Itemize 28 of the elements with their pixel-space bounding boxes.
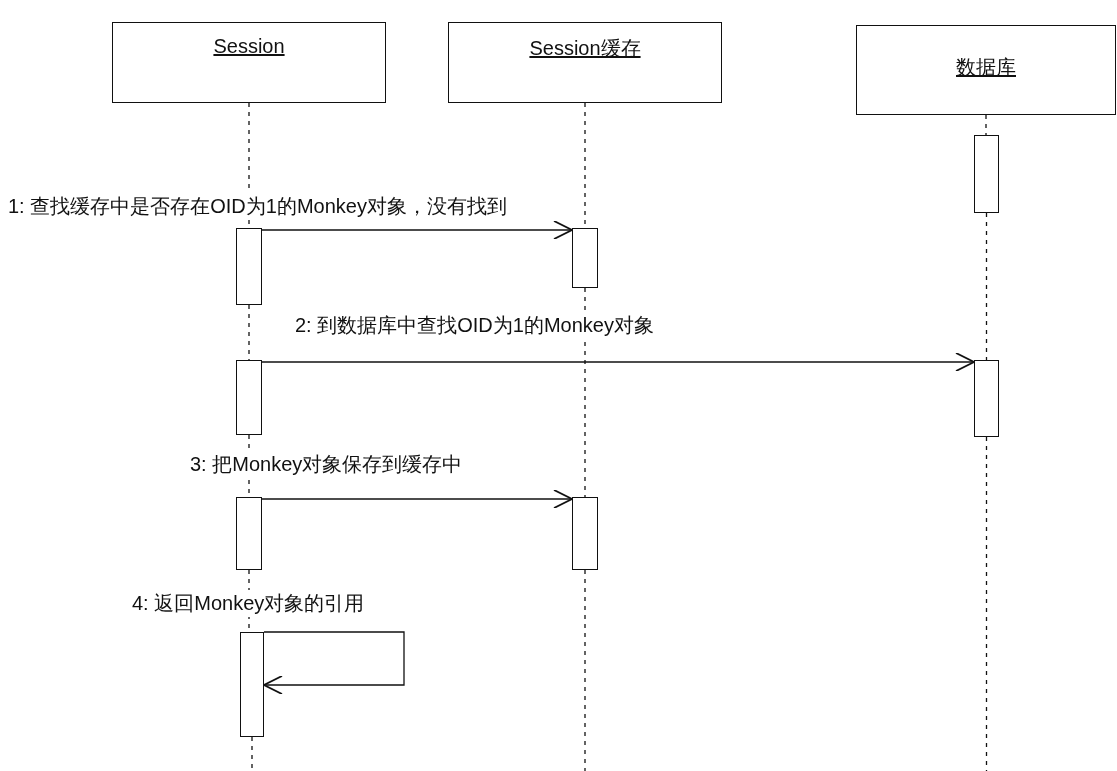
lifeline <box>251 736 253 771</box>
message-label: 3: 把Monkey对象保存到缓存中 <box>190 451 463 478</box>
message-arrow <box>261 489 573 509</box>
lifeline <box>584 569 586 771</box>
lifeline <box>584 287 586 498</box>
participant-box <box>856 25 1116 115</box>
activation-bar <box>240 632 264 737</box>
message-label: 4: 返回Monkey对象的引用 <box>132 590 365 617</box>
lifeline <box>985 436 988 771</box>
participant-box <box>448 22 722 103</box>
message-label: 2: 到数据库中查找OID为1的Monkey对象 <box>295 312 654 339</box>
participant-name: Session <box>213 35 285 58</box>
message-arrow <box>263 631 405 695</box>
activation-bar <box>974 135 999 213</box>
participant-name: Session缓存 <box>529 36 641 61</box>
activation-bar <box>236 360 262 435</box>
message-arrow <box>261 220 573 240</box>
lifeline <box>985 114 987 136</box>
activation-bar <box>572 228 598 288</box>
lifeline <box>985 212 988 361</box>
activation-bar <box>974 360 999 437</box>
activation-bar <box>236 497 262 570</box>
activation-bar <box>572 497 598 570</box>
participant-name: 数据库 <box>956 55 1016 80</box>
participant-box <box>112 22 386 103</box>
activation-bar <box>236 228 262 305</box>
message-label: 1: 查找缓存中是否存在OID为1的Monkey对象，没有找到 <box>8 193 507 220</box>
message-arrow <box>261 352 975 372</box>
